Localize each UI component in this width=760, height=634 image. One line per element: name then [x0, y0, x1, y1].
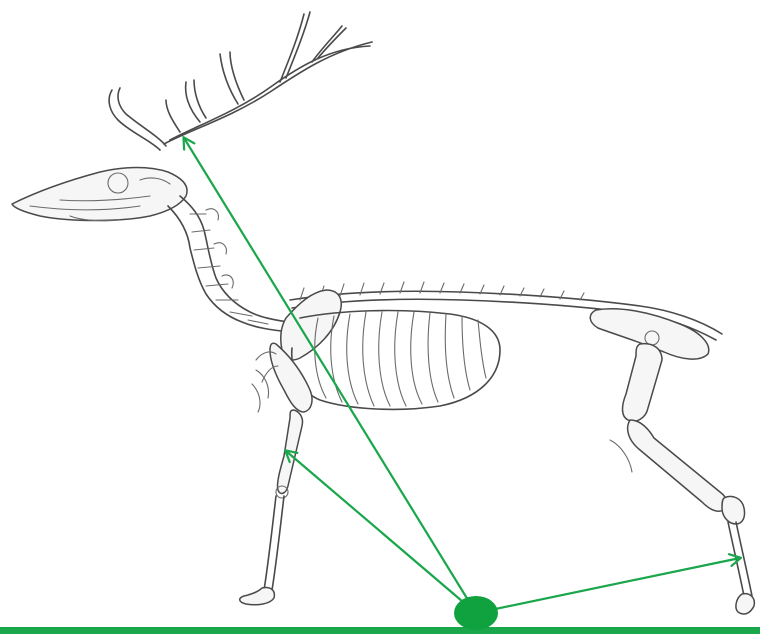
hind-leg	[610, 344, 754, 614]
arrow-to-antler-base	[184, 138, 476, 613]
front-leg	[240, 343, 312, 605]
arrow-to-hind-hoof	[476, 558, 740, 613]
shoulder-joint	[252, 370, 269, 412]
cervical-vertebrae	[168, 196, 290, 332]
deer-skeleton-illustration	[12, 12, 754, 614]
ground-line	[0, 627, 760, 634]
skull	[12, 168, 187, 221]
arrow-to-foreleg-joint	[286, 451, 476, 613]
origin-point	[454, 596, 498, 630]
antlers	[109, 12, 372, 150]
